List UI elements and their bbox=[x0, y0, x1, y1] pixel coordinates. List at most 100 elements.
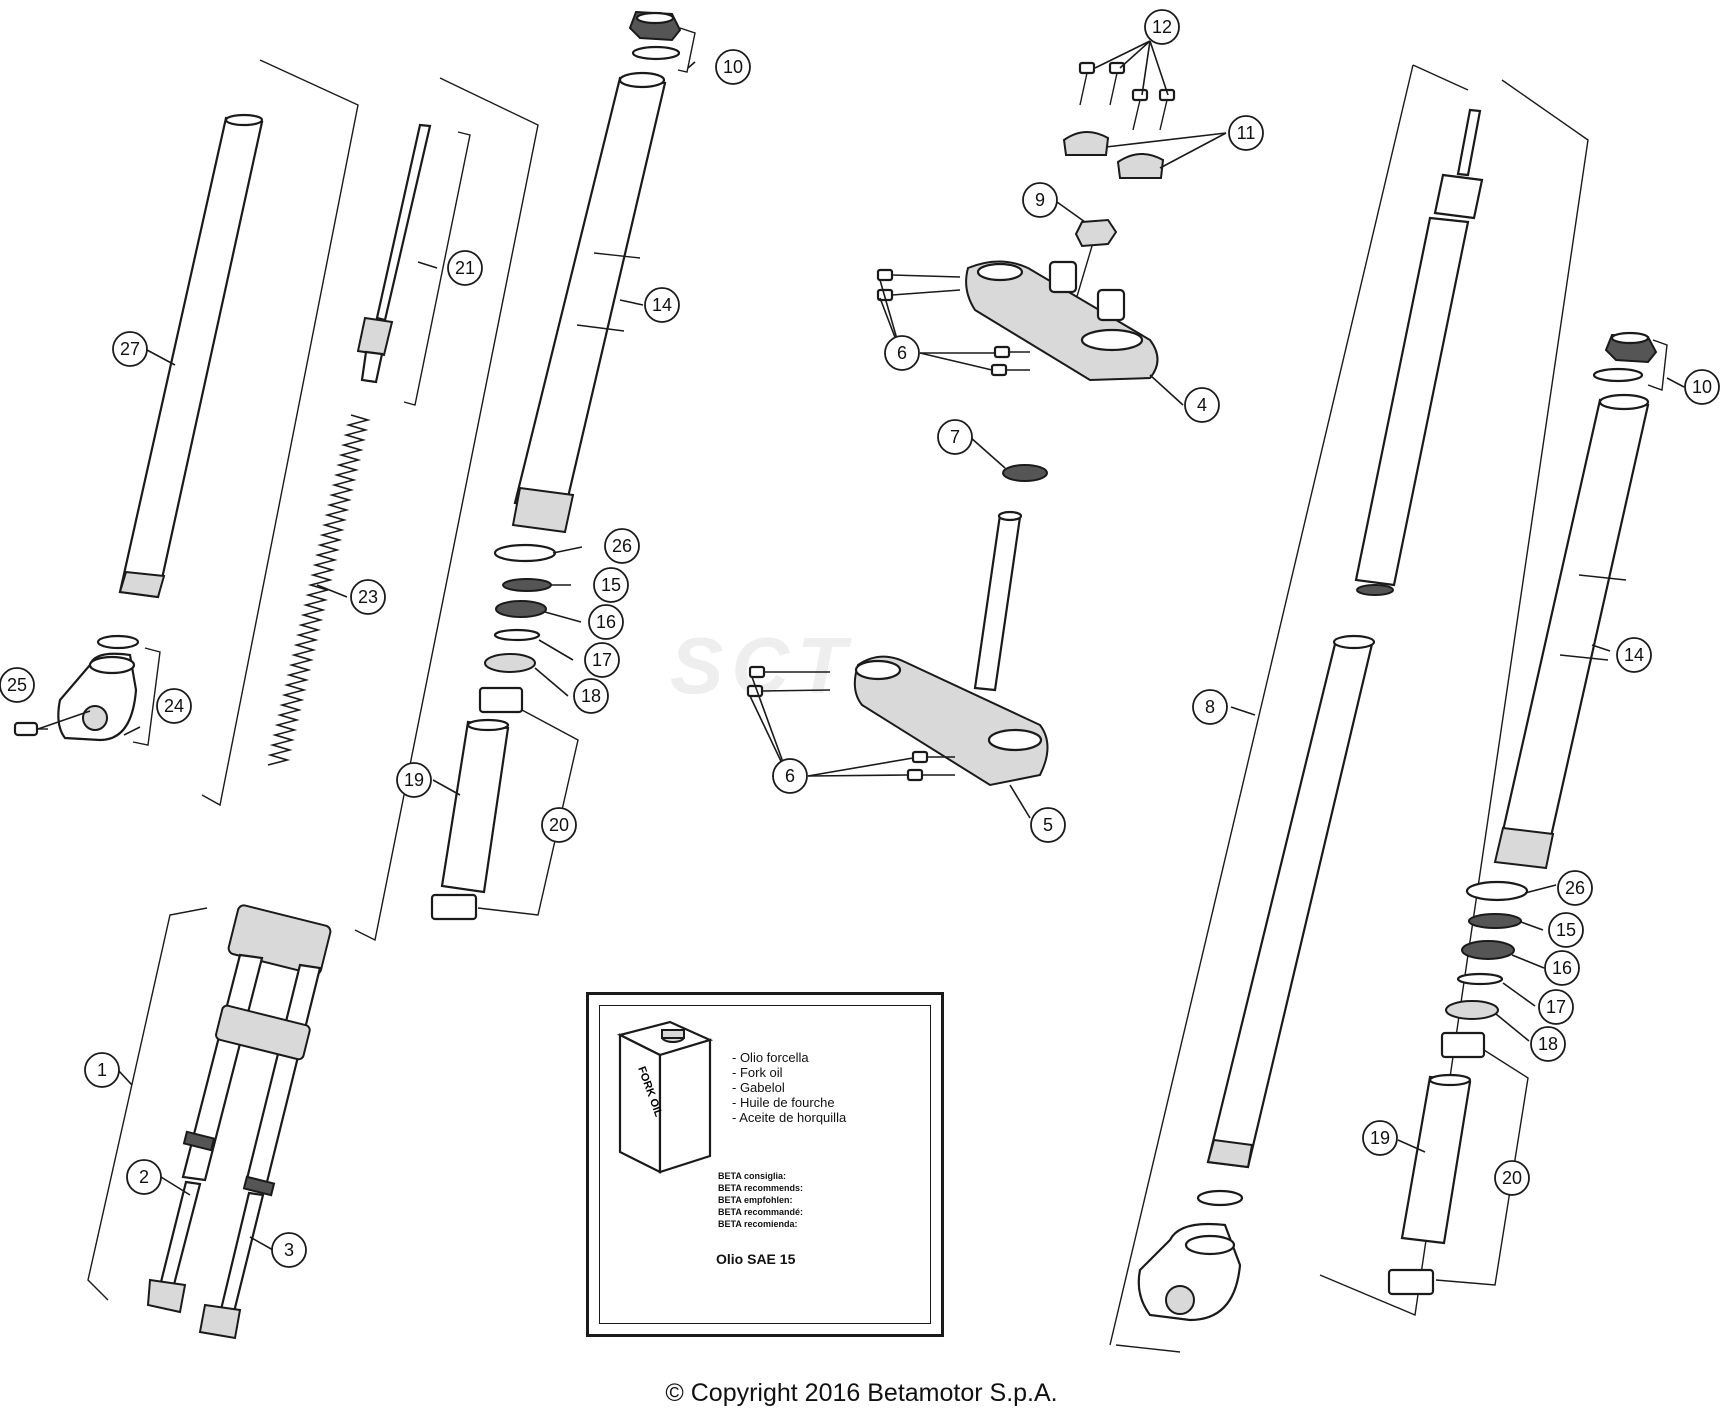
beta-recommends-es: BETA recomienda: bbox=[718, 1219, 798, 1229]
svg-text:15: 15 bbox=[1556, 920, 1576, 940]
callout-20-middle: 20 bbox=[541, 807, 577, 843]
svg-text:23: 23 bbox=[358, 587, 378, 607]
svg-text:3: 3 bbox=[284, 1240, 294, 1260]
callout-18-middle: 18 bbox=[573, 678, 609, 714]
svg-text:16: 16 bbox=[1552, 958, 1572, 978]
svg-text:17: 17 bbox=[1546, 997, 1566, 1017]
lower-triple-clamp-5 bbox=[853, 510, 1049, 787]
callout-19-middle: 19 bbox=[396, 762, 432, 798]
callout-7: 7 bbox=[937, 419, 973, 455]
callout-16-middle: 16 bbox=[588, 604, 624, 640]
fork-cap-10-middle bbox=[628, 10, 682, 61]
svg-text:6: 6 bbox=[897, 343, 907, 363]
svg-text:11: 11 bbox=[1237, 123, 1256, 143]
svg-text:2: 2 bbox=[139, 1167, 149, 1187]
callout-26-right: 26 bbox=[1557, 870, 1593, 906]
callout-14-right: 14 bbox=[1616, 637, 1652, 673]
seal-rings-middle bbox=[430, 543, 557, 921]
oil-name-fr: - Huile de fourche bbox=[732, 1095, 835, 1110]
beta-recommends-de: BETA empfohlen: bbox=[718, 1195, 793, 1205]
inner-tube-14-right bbox=[1493, 393, 1650, 870]
callout-21: 21 bbox=[447, 250, 483, 286]
fork-oil-info-box: - Olio forcella - Fork oil - Gabelol - H… bbox=[586, 992, 944, 1337]
callout-6-lower: 6 bbox=[772, 758, 808, 794]
callout-14-middle: 14 bbox=[644, 287, 680, 323]
fork-cap-10-right bbox=[1592, 331, 1658, 383]
axle-clamp-24 bbox=[57, 634, 140, 742]
callout-18-right: 18 bbox=[1530, 1026, 1566, 1062]
beta-recommends-en: BETA recommends: bbox=[718, 1183, 804, 1193]
bolts-12 bbox=[1078, 61, 1176, 131]
svg-text:19: 19 bbox=[1370, 1128, 1390, 1148]
oil-name-es: - Aceite de horquilla bbox=[732, 1110, 847, 1125]
svg-text:1: 1 bbox=[97, 1060, 107, 1080]
callout-23: 23 bbox=[350, 579, 386, 615]
clamps-11 bbox=[1062, 131, 1165, 179]
callout-10-middle: 10 bbox=[715, 49, 751, 85]
callout-5: 5 bbox=[1030, 807, 1066, 843]
bolts-6-lower bbox=[746, 665, 955, 782]
svg-text:9: 9 bbox=[1035, 190, 1045, 210]
cartridge-8 bbox=[1137, 108, 1484, 1322]
svg-text:25: 25 bbox=[7, 675, 27, 695]
upper-triple-clamp-4 bbox=[965, 260, 1159, 382]
svg-text:26: 26 bbox=[612, 536, 632, 556]
oil-name-de: - Gabelol bbox=[732, 1080, 785, 1095]
svg-text:16: 16 bbox=[596, 612, 616, 632]
callout-15-middle: 15 bbox=[593, 567, 629, 603]
svg-text:20: 20 bbox=[1502, 1168, 1522, 1188]
svg-text:5: 5 bbox=[1043, 815, 1053, 835]
callout-12: 12 bbox=[1144, 9, 1180, 45]
svg-text:26: 26 bbox=[1565, 878, 1585, 898]
svg-text:6: 6 bbox=[785, 766, 795, 786]
callout-24: 24 bbox=[156, 688, 192, 724]
beta-recommends-it: BETA consiglia: bbox=[718, 1171, 787, 1181]
svg-text:8: 8 bbox=[1205, 697, 1215, 717]
beta-recommends-list: BETA consiglia: BETA recommends: BETA em… bbox=[718, 1170, 803, 1230]
callout-25: 25 bbox=[0, 667, 35, 703]
callout-3: 3 bbox=[271, 1232, 307, 1268]
callout-4: 4 bbox=[1184, 387, 1220, 423]
group-brackets bbox=[87, 27, 1668, 1353]
bolts-6-upper bbox=[876, 268, 1030, 377]
svg-text:14: 14 bbox=[652, 295, 672, 315]
oil-name-en: - Fork oil bbox=[732, 1065, 783, 1080]
svg-text:24: 24 bbox=[164, 696, 184, 716]
callout-2: 2 bbox=[126, 1159, 162, 1195]
callout-10-right: 10 bbox=[1684, 369, 1720, 405]
svg-text:21: 21 bbox=[455, 258, 475, 278]
svg-text:10: 10 bbox=[723, 57, 743, 77]
callout-16-right: 16 bbox=[1544, 950, 1580, 986]
callout-15-right: 15 bbox=[1548, 912, 1584, 948]
bolt-25 bbox=[13, 721, 48, 737]
callout-8: 8 bbox=[1192, 689, 1228, 725]
callout-9: 9 bbox=[1022, 182, 1058, 218]
oil-grade: Olio SAE 15 bbox=[716, 1251, 796, 1267]
callout-17-middle: 17 bbox=[584, 642, 620, 678]
svg-text:27: 27 bbox=[120, 339, 140, 359]
svg-text:12: 12 bbox=[1152, 17, 1172, 37]
copyright-notice: © Copyright 2016 Betamotor S.p.A. bbox=[665, 1379, 1058, 1407]
svg-text:14: 14 bbox=[1624, 645, 1644, 665]
svg-text:18: 18 bbox=[581, 686, 601, 706]
damper-rod-21 bbox=[356, 123, 432, 384]
callout-17-right: 17 bbox=[1538, 989, 1574, 1025]
beta-recommends-fr: BETA recommandé: bbox=[718, 1207, 804, 1217]
inner-tube-14-middle bbox=[511, 71, 667, 534]
outer-tube-27 bbox=[118, 113, 264, 599]
svg-text:20: 20 bbox=[549, 815, 569, 835]
leader-lines bbox=[37, 40, 1685, 1251]
callout-20-right: 20 bbox=[1494, 1160, 1530, 1196]
callout-19-right: 19 bbox=[1362, 1120, 1398, 1156]
oil-name-list: - Olio forcella - Fork oil - Gabelol - H… bbox=[732, 1050, 846, 1125]
washer-7 bbox=[1002, 464, 1048, 482]
callouts: 1 2 3 4 5 6 6 7 8 9 10 10 11 12 14 14 15… bbox=[0, 9, 1720, 1268]
svg-text:15: 15 bbox=[601, 575, 621, 595]
svg-text:17: 17 bbox=[592, 650, 612, 670]
callout-11: 11 bbox=[1228, 115, 1264, 151]
svg-text:7: 7 bbox=[950, 427, 960, 447]
svg-text:10: 10 bbox=[1692, 377, 1712, 397]
svg-text:4: 4 bbox=[1197, 395, 1207, 415]
